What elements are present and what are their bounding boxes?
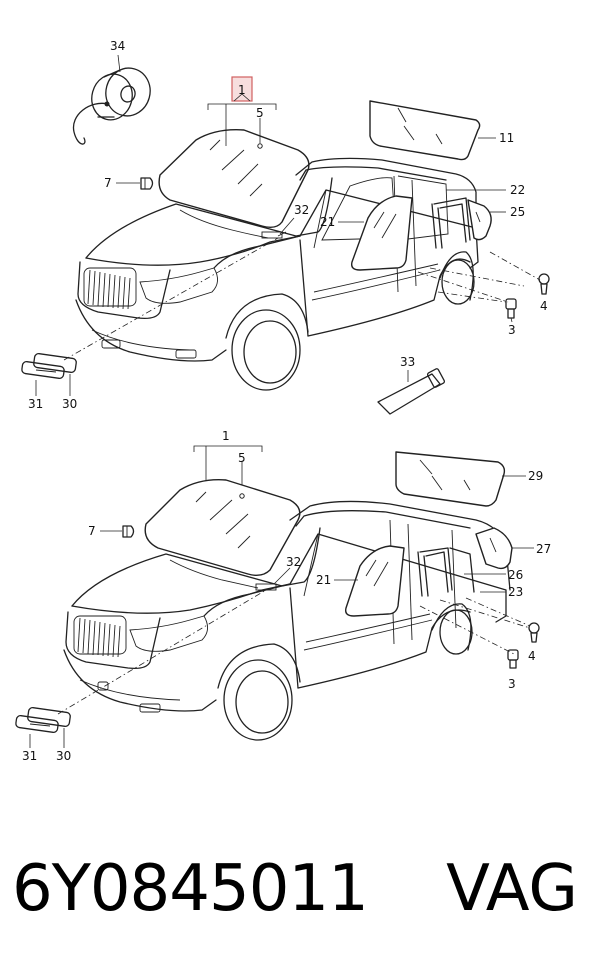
callout-33: 33 bbox=[400, 355, 415, 369]
callout-27: 27 bbox=[536, 542, 551, 556]
part-caption: 6Y0845011 VAG bbox=[12, 852, 592, 942]
callout-30: 30 bbox=[62, 397, 77, 411]
lens-30-31-bottom bbox=[15, 707, 71, 748]
lens-30-31 bbox=[21, 353, 77, 396]
callout-3-bottom: 3 bbox=[508, 677, 516, 691]
part-number: 6Y0845011 bbox=[12, 852, 369, 926]
callout-1-bottom: 1 bbox=[222, 429, 230, 443]
callout-3: 3 bbox=[508, 323, 516, 337]
callout-29: 29 bbox=[528, 469, 543, 483]
callout-22: 22 bbox=[510, 183, 525, 197]
brand-label: VAG bbox=[446, 852, 578, 926]
windshield-1-bottom bbox=[144, 479, 301, 577]
car-body-top bbox=[75, 157, 479, 391]
callout-4-bottom: 4 bbox=[528, 649, 536, 663]
bolt-4 bbox=[538, 273, 550, 295]
callout-7: 7 bbox=[104, 176, 112, 190]
quarter-glass-27 bbox=[475, 527, 534, 570]
fastener-3-bottom bbox=[507, 649, 519, 669]
callout-25: 25 bbox=[510, 205, 525, 219]
tailgate-glass-29 bbox=[395, 451, 526, 507]
callout-32-bottom: 32 bbox=[286, 555, 301, 569]
callout-4: 4 bbox=[540, 299, 548, 313]
windshield-1 bbox=[158, 129, 310, 229]
tape-roll-34 bbox=[72, 54, 151, 145]
callout-32: 32 bbox=[294, 203, 309, 217]
callout-31-bottom: 31 bbox=[22, 749, 37, 763]
callout-23: 23 bbox=[508, 585, 523, 599]
callout-21-bottom: 21 bbox=[316, 573, 331, 587]
window-channel-22 bbox=[431, 189, 506, 249]
car-body-bottom bbox=[63, 500, 511, 741]
window-channel-23-26 bbox=[417, 547, 506, 597]
sealant-tube-33 bbox=[377, 368, 445, 415]
callout-31: 31 bbox=[28, 397, 43, 411]
clip-7 bbox=[116, 177, 154, 190]
rear-window-11 bbox=[369, 100, 496, 161]
callout-1: 1 bbox=[238, 83, 246, 97]
callout-11: 11 bbox=[499, 131, 514, 145]
fastener-3 bbox=[505, 298, 517, 323]
callout-5: 5 bbox=[256, 106, 264, 120]
callout-5-bottom: 5 bbox=[238, 451, 246, 465]
clip-7-bottom bbox=[100, 525, 135, 538]
callout-34: 34 bbox=[110, 39, 125, 53]
selected-part-marker bbox=[231, 76, 253, 102]
callout-21: 21 bbox=[320, 215, 335, 229]
door-glass-21 bbox=[338, 195, 413, 271]
top-car-diagram: 34 1 5 7 11 22 25 21 32 4 3 33 31 30 bbox=[21, 39, 550, 415]
callout-26: 26 bbox=[508, 568, 523, 582]
bottom-car-diagram: 1 5 7 29 27 26 23 21 32 4 3 31 30 bbox=[15, 429, 551, 763]
door-glass-21-bottom bbox=[334, 545, 405, 617]
callout-7-bottom: 7 bbox=[88, 524, 96, 538]
quarter-glass-25 bbox=[467, 199, 506, 241]
bolt-4-bottom bbox=[528, 622, 540, 643]
callout-30-bottom: 30 bbox=[56, 749, 71, 763]
